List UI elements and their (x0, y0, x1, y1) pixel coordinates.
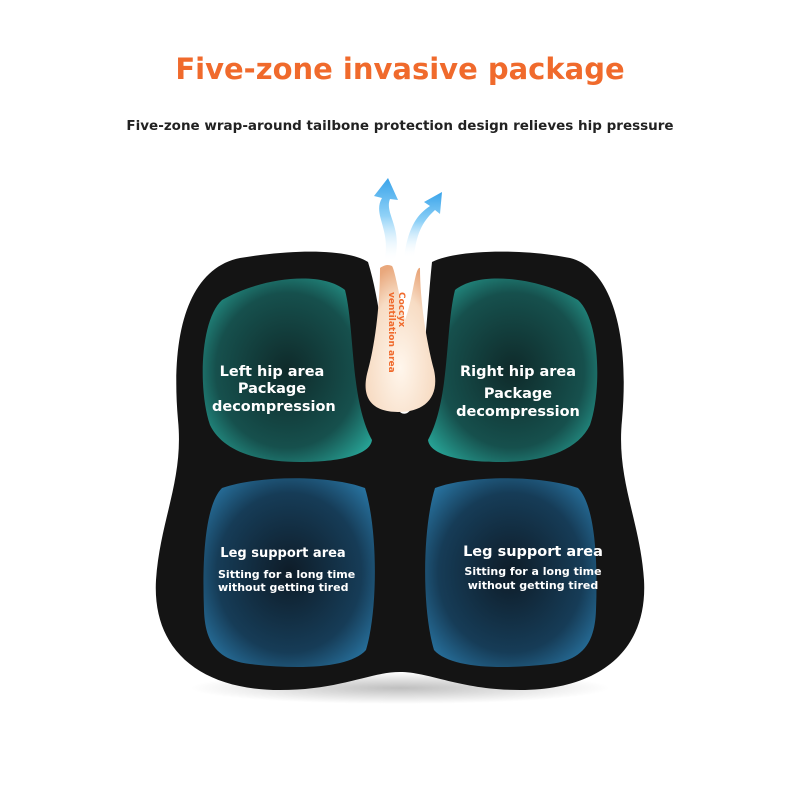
right-hip-zone (428, 278, 598, 462)
right-hip-label: Right hip area Package decompression (456, 364, 580, 421)
coccyx-label-line2: ventilation area (385, 292, 396, 373)
right-leg-line1: Sitting for a long time (464, 565, 602, 579)
right-leg-label: Leg support area Sitting for a long time… (458, 544, 608, 592)
right-leg-name: Leg support area (463, 544, 603, 560)
left-hip-line1: Package (237, 381, 307, 398)
left-leg-name: Leg support area (220, 546, 346, 561)
coccyx-zone (365, 264, 436, 412)
left-hip-name: Left hip area (219, 364, 325, 380)
left-leg-line2: without getting tired (218, 580, 349, 594)
page-title: Five-zone invasive package (175, 52, 625, 86)
page-subtitle: Five-zone wrap-around tailbone protectio… (126, 118, 674, 134)
right-leg-zone (425, 478, 597, 668)
right-hip-line2: decompression (456, 403, 580, 420)
left-leg-label: Leg support area Sitting for a long time… (218, 546, 356, 594)
right-hip-name: Right hip area (459, 364, 577, 380)
airflow-arrow-right (404, 192, 442, 258)
airflow-arrow-left (374, 178, 398, 262)
coccyx-label-line1: Coccyx (396, 292, 406, 328)
left-leg-zone (203, 478, 375, 668)
right-hip-line1: Package (483, 386, 553, 403)
left-leg-line1: Sitting for a long time (218, 567, 356, 581)
left-hip-label: Left hip area Package decompression (212, 364, 336, 416)
right-leg-line2: without getting tired (467, 578, 599, 592)
left-hip-zone (202, 278, 372, 462)
left-hip-line2: decompression (212, 398, 336, 415)
